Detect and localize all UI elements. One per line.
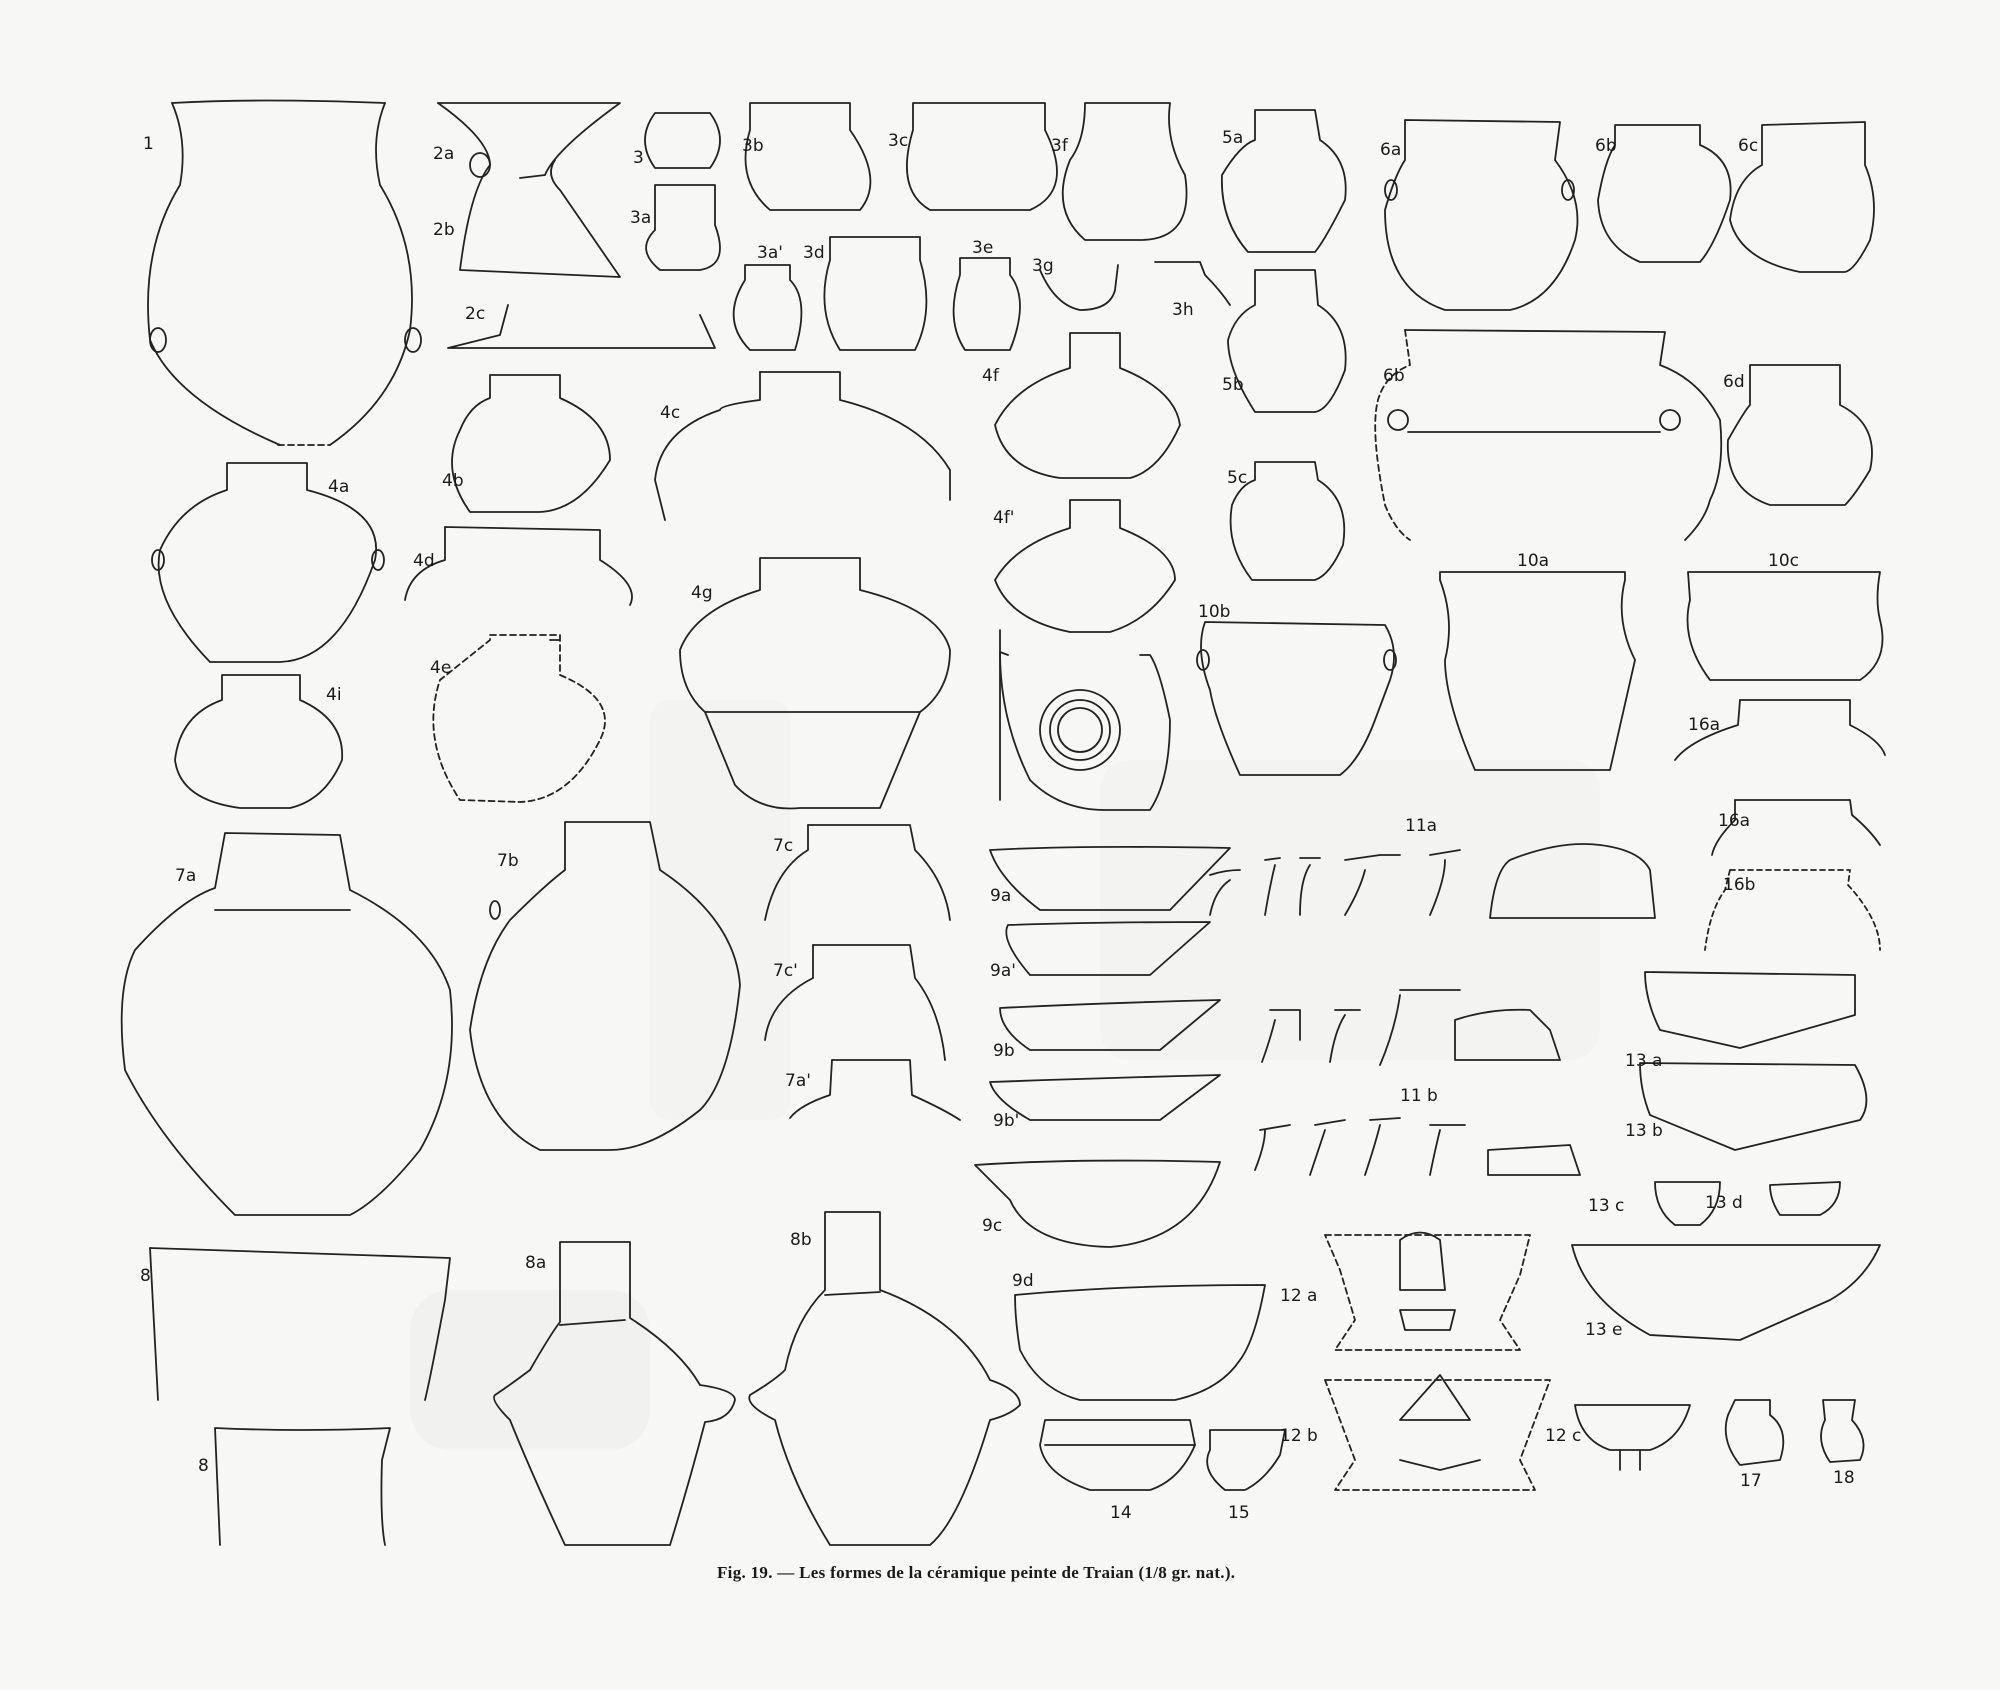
vessel-5-group bbox=[1221, 109, 1347, 581]
label-17: 17 bbox=[1740, 1471, 1762, 1491]
label-3a-prime: 3a' bbox=[757, 243, 783, 263]
label-8-lower: 8 bbox=[198, 1456, 209, 1476]
figure-caption: Fig. 19. — Les formes de la céramique pe… bbox=[717, 1563, 1236, 1582]
label-8: 8 bbox=[140, 1266, 151, 1286]
label-6b: 6b bbox=[1595, 136, 1617, 156]
label-4e: 4e bbox=[430, 658, 452, 678]
label-13b: 13 b bbox=[1625, 1121, 1663, 1141]
vessel-12-group bbox=[1324, 1231, 1691, 1491]
label-13e: 13 e bbox=[1585, 1320, 1623, 1340]
label-7a-prime: 7a' bbox=[785, 1071, 811, 1091]
label-18: 18 bbox=[1833, 1468, 1855, 1488]
label-3e: 3e bbox=[972, 238, 994, 258]
label-3b: 3b bbox=[742, 136, 764, 156]
label-7c-prime: 7c' bbox=[773, 961, 798, 981]
label-16a-lower: 16a bbox=[1718, 811, 1751, 831]
label-9b-prime: 9b' bbox=[993, 1111, 1020, 1131]
label-3: 3 bbox=[633, 148, 644, 168]
label-9d: 9d bbox=[1012, 1271, 1034, 1291]
label-3c: 3c bbox=[888, 131, 909, 151]
label-9b: 9b bbox=[993, 1041, 1015, 1061]
label-15: 15 bbox=[1228, 1503, 1250, 1523]
label-14: 14 bbox=[1110, 1503, 1132, 1523]
label-3f: 3f bbox=[1051, 136, 1068, 156]
label-13a: 13 a bbox=[1625, 1051, 1663, 1071]
label-1: 1 bbox=[143, 134, 154, 154]
label-7c: 7c bbox=[773, 836, 794, 856]
label-11a: 11a bbox=[1405, 816, 1438, 836]
label-3g: 3g bbox=[1032, 256, 1054, 276]
label-7a: 7a bbox=[175, 866, 197, 886]
label-8a: 8a bbox=[525, 1253, 547, 1273]
label-10c: 10c bbox=[1768, 551, 1799, 571]
vessel-8-group bbox=[149, 1211, 1021, 1546]
label-13d: 13 d bbox=[1705, 1193, 1743, 1213]
label-4a: 4a bbox=[328, 477, 350, 497]
label-16b: 16b bbox=[1723, 875, 1756, 895]
label-9a-prime: 9a' bbox=[990, 961, 1016, 981]
vessel-6-group bbox=[1374, 119, 1875, 541]
vessel-11-group bbox=[1209, 843, 1656, 1176]
label-10a: 10a bbox=[1517, 551, 1550, 571]
label-3h: 3h bbox=[1172, 300, 1194, 320]
label-2c: 2c bbox=[465, 304, 486, 324]
vessel-9-group bbox=[974, 845, 1286, 1491]
label-16a: 16a bbox=[1688, 715, 1721, 735]
label-4d: 4d bbox=[413, 551, 435, 571]
vessel-3-group bbox=[644, 102, 1231, 351]
label-4f-prime: 4f' bbox=[993, 508, 1015, 528]
label-4i: 4i bbox=[326, 685, 342, 705]
label-4c: 4c bbox=[660, 403, 681, 423]
label-5c: 5c bbox=[1227, 468, 1248, 488]
label-6b-large: 6b bbox=[1383, 366, 1405, 386]
vessel-10-group bbox=[1196, 571, 1884, 776]
label-3a: 3a bbox=[630, 208, 652, 228]
label-9c: 9c bbox=[982, 1216, 1003, 1236]
label-10b: 10b bbox=[1198, 602, 1231, 622]
label-7b: 7b bbox=[497, 851, 519, 871]
label-6d: 6d bbox=[1723, 372, 1745, 392]
label-9a: 9a bbox=[990, 886, 1012, 906]
label-5b: 5b bbox=[1222, 375, 1244, 395]
label-2a: 2a bbox=[433, 144, 455, 164]
label-2b: 2b bbox=[433, 220, 455, 240]
label-5a: 5a bbox=[1222, 128, 1244, 148]
label-3d: 3d bbox=[803, 243, 825, 263]
vessel-13-group bbox=[1571, 971, 1881, 1341]
label-12a: 12 a bbox=[1280, 1286, 1318, 1306]
label-8b: 8b bbox=[790, 1230, 812, 1250]
label-12b: 12 b bbox=[1280, 1426, 1318, 1446]
label-12c: 12 c bbox=[1545, 1426, 1582, 1446]
label-6c: 6c bbox=[1738, 136, 1759, 156]
label-6a: 6a bbox=[1380, 140, 1402, 160]
label-4f: 4f bbox=[982, 366, 999, 386]
label-4b: 4b bbox=[442, 471, 464, 491]
vessel-1 bbox=[147, 99, 422, 446]
label-11b: 11 b bbox=[1400, 1086, 1438, 1106]
page-shading bbox=[410, 700, 1600, 1450]
vessel-4-group bbox=[151, 332, 1181, 811]
vessel-14-18-group bbox=[1674, 699, 1886, 1466]
label-4g: 4g bbox=[691, 583, 713, 603]
vessel-7-group bbox=[120, 821, 961, 1216]
vessel-2 bbox=[437, 102, 716, 349]
label-13c: 13 c bbox=[1588, 1196, 1625, 1216]
